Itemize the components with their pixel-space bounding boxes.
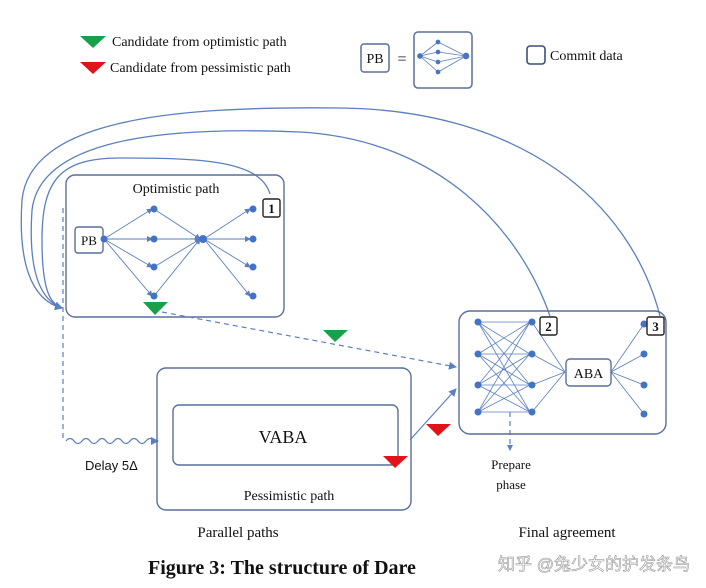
watermark: 知乎 @兔少女的护发条鸟 [498, 555, 690, 574]
loop-from-3 [20, 107, 661, 317]
aba-box [565, 358, 612, 387]
red-candidate-triangle [426, 424, 451, 436]
delay-wavy-line [65, 437, 155, 445]
vaba-label: VABA [259, 427, 308, 447]
vaba-box [172, 404, 399, 466]
legend-pb-label: PB [366, 52, 383, 67]
pessimistic-to-final-arrow [409, 388, 457, 441]
loop-from-1 [41, 157, 271, 310]
figure-caption: Figure 3: The structure of Dare [148, 557, 416, 579]
badge-1 [262, 198, 281, 218]
badge-1-label: 1 [268, 201, 275, 216]
legend: Candidate from optimistic path Candidate… [80, 31, 624, 89]
green-triangle-icon [80, 36, 106, 48]
prepare-phase-line1: Prepare [491, 457, 531, 472]
legend-optimistic-label: Candidate from optimistic path [112, 35, 287, 50]
badge-2-label: 2 [545, 319, 552, 334]
prepare-phase-line2: phase [496, 477, 526, 492]
legend-pb-schematic-box [413, 31, 473, 89]
feedback-loops [20, 107, 661, 317]
badge-3-label: 3 [652, 319, 659, 334]
badge-2 [539, 316, 558, 336]
loop-from-2 [30, 130, 551, 317]
pessimistic-path: VABA Pessimistic path [156, 367, 412, 511]
final-agreement-label: Final agreement [518, 525, 616, 541]
optimistic-path-box [65, 174, 285, 318]
legend-commit-label: Commit data [550, 49, 624, 64]
final-mesh-edges [477, 321, 645, 415]
legend-pessimistic-label: Candidate from pessimistic path [110, 61, 291, 76]
parallel-paths-label: Parallel paths [197, 525, 278, 541]
commit-data-icon [526, 45, 546, 65]
pessimistic-candidate-triangle [383, 456, 408, 468]
dashed-optimistic-to-final [161, 311, 457, 370]
final-nodes [474, 318, 648, 418]
optimistic-path: Optimistic path PB 1 [65, 174, 285, 318]
delay-label: Delay 5Δ [85, 458, 138, 473]
aba-label: ABA [574, 367, 604, 382]
red-triangle-icon [80, 62, 106, 74]
optimistic-nodes [100, 205, 257, 300]
optimistic-edges [103, 208, 251, 297]
badge-3 [646, 316, 665, 336]
optimistic-candidate-triangle [143, 302, 168, 315]
legend-pb-box [360, 43, 390, 73]
legend-equals: = [397, 51, 406, 68]
optimistic-path-title: Optimistic path [133, 182, 220, 197]
final-agreement: ABA 2 3 [458, 310, 667, 435]
green-candidate-triangle [323, 330, 348, 342]
optimistic-pb-label: PB [81, 233, 97, 248]
dashed-connectors [62, 208, 513, 451]
pessimistic-path-title: Pessimistic path [244, 489, 335, 504]
final-agreement-box [458, 310, 667, 435]
legend-pb-schematic [417, 39, 470, 75]
